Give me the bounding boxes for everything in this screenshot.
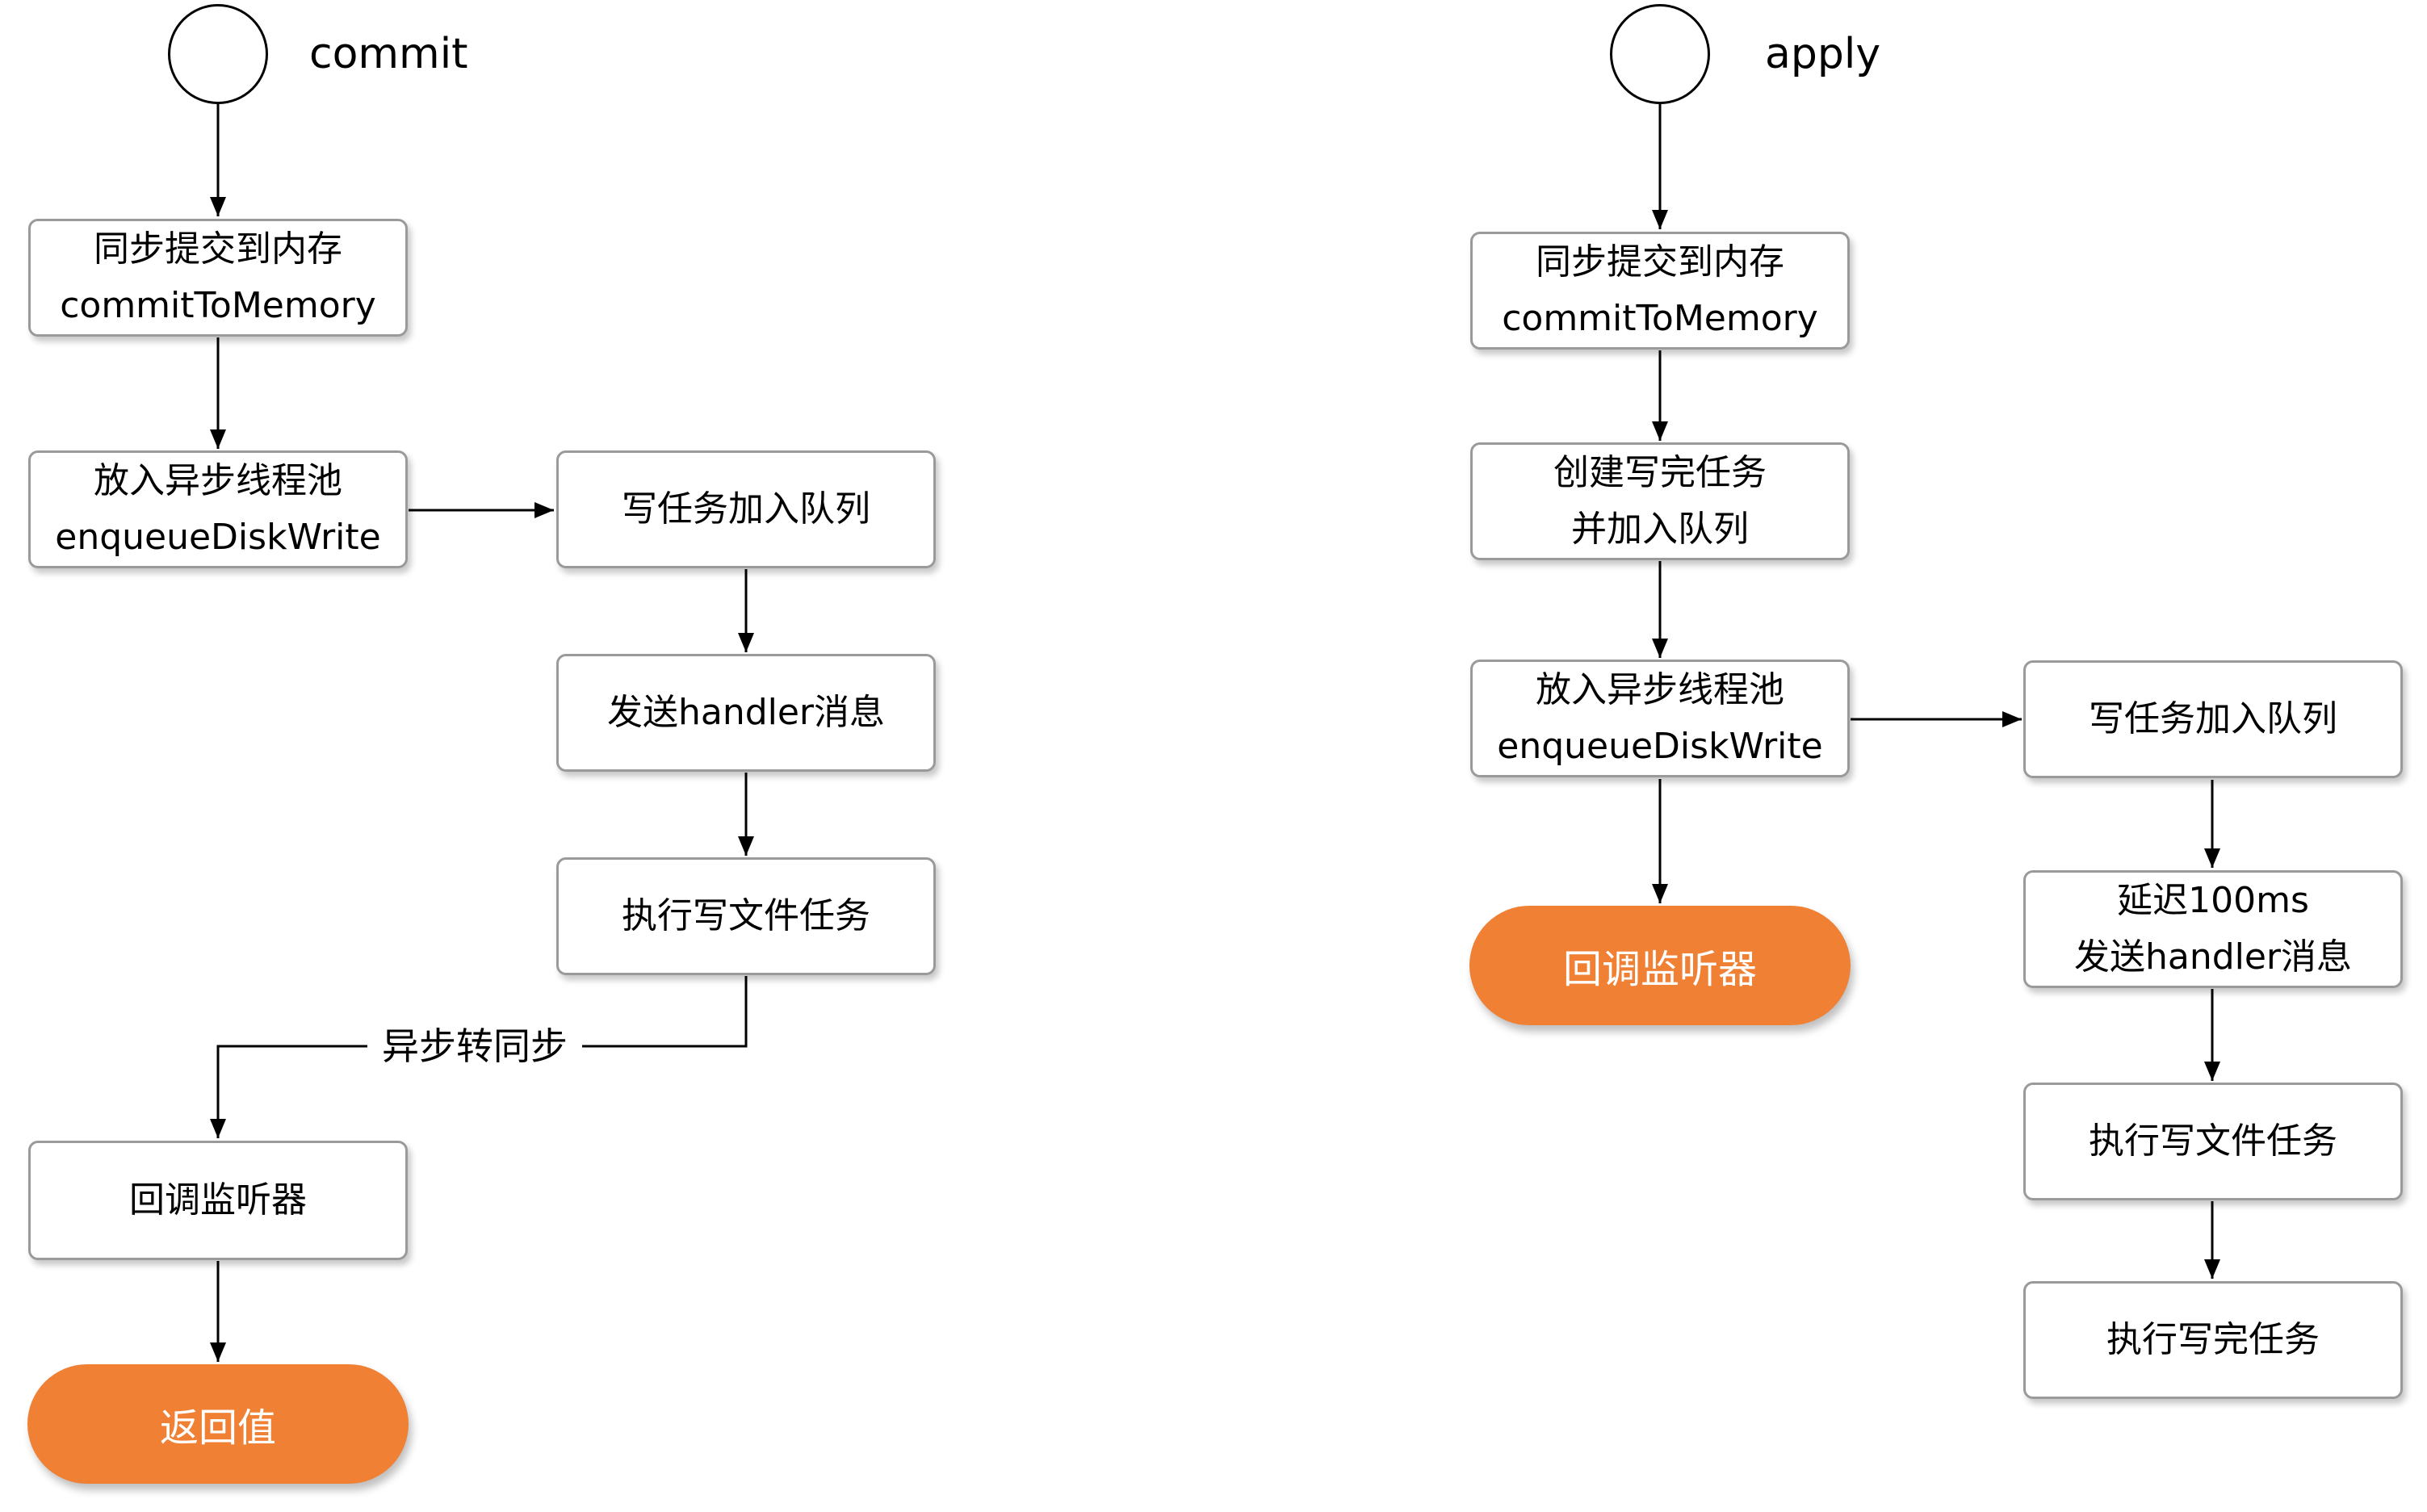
commit-commit-to-memory-node: 同步提交到内存 commitToMemory [28,219,408,337]
commit-exec-write-node: 执行写文件任务 [556,857,936,975]
commit-enqueue-node: 放入异步线程池 enqueueDiskWrite [28,450,408,568]
commit-queue-task-label: 写任务加入队列 [622,488,870,530]
apply-create-task-node: 创建写完任务 并加入队列 [1470,442,1850,560]
apply-exec-write-node: 执行写文件任务 [2023,1083,2403,1200]
apply-title: apply [1765,30,1881,78]
apply-enqueue-line1: 放入异步线程池 [1536,669,1784,710]
apply-commit-to-memory-line2: commitToMemory [1502,298,1818,339]
apply-enqueue-line2: enqueueDiskWrite [1497,726,1823,767]
apply-queue-task-label: 写任务加入队列 [2089,698,2337,739]
apply-queue-task-node: 写任务加入队列 [2023,660,2403,778]
apply-callback-label: 回调监听器 [1562,947,1757,992]
commit-queue-task-node: 写任务加入队列 [556,450,936,568]
commit-enqueue-line1: 放入异步线程池 [94,460,342,501]
apply-delay-send-line2: 发送handler消息 [2073,936,2353,978]
apply-create-task-line1: 创建写完任务 [1553,452,1767,493]
apply-commit-to-memory-line1: 同步提交到内存 [1536,241,1784,283]
commit-exec-write-label: 执行写文件任务 [622,895,870,936]
commit-async-to-sync-label: 异步转同步 [367,1022,582,1070]
commit-callback-label: 回调监听器 [129,1179,307,1221]
commit-return-value-label: 返回值 [159,1405,276,1451]
commit-send-msg-node: 发送handler消息 [556,654,936,772]
apply-start-node [1610,4,1710,104]
commit-enqueue-line2: enqueueDiskWrite [55,517,381,558]
apply-commit-to-memory-node: 同步提交到内存 commitToMemory [1470,232,1850,350]
commit-callback-node: 回调监听器 [28,1141,408,1260]
commit-return-value-terminal: 返回值 [27,1364,409,1484]
commit-commit-to-memory-line1: 同步提交到内存 [94,228,342,270]
apply-delay-send-line1: 延迟100ms [2117,880,2309,921]
apply-callback-terminal: 回调监听器 [1469,906,1851,1025]
apply-delay-send-node: 延迟100ms 发送handler消息 [2023,870,2403,988]
apply-exec-write-label: 执行写文件任务 [2089,1120,2337,1162]
apply-enqueue-node: 放入异步线程池 enqueueDiskWrite [1470,660,1850,777]
commit-start-node [168,4,268,104]
apply-create-task-line2: 并加入队列 [1571,509,1749,550]
commit-title: commit [309,30,468,78]
commit-commit-to-memory-line2: commitToMemory [60,285,376,326]
apply-exec-complete-label: 执行写完任务 [2106,1319,2320,1360]
commit-send-msg-label: 发送handler消息 [606,692,886,733]
apply-exec-complete-node: 执行写完任务 [2023,1281,2403,1399]
